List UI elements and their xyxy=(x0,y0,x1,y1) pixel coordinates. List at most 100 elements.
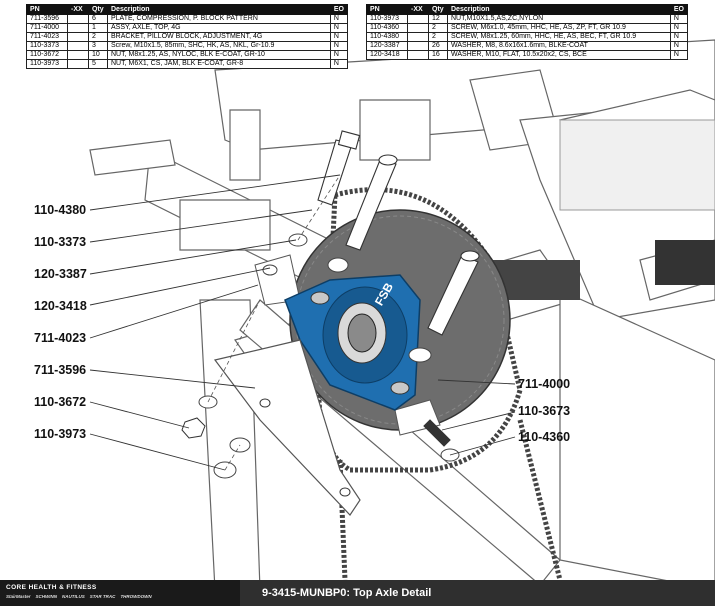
cell-eo: N xyxy=(329,59,349,69)
cell-pn: 110-3973 xyxy=(366,14,408,24)
nylon-nut xyxy=(181,417,206,439)
cell-pn: 110-3373 xyxy=(26,41,68,51)
cell-xx xyxy=(67,59,89,69)
cell-xx xyxy=(67,50,89,60)
cell-eo: N xyxy=(669,23,689,33)
cell-qty: 26 xyxy=(428,41,448,51)
brand-logo: NAUTILUS xyxy=(62,594,85,599)
callout-110-3973: 110-3973 xyxy=(34,427,87,441)
cell-qty: 16 xyxy=(428,50,448,60)
screws xyxy=(317,130,480,447)
cell-qty: 12 xyxy=(428,14,448,24)
cell-xx xyxy=(67,14,89,24)
cell-xx xyxy=(67,41,89,51)
brand-logos: StairMaster SCHWINN NAUTILUS STAR TRAC T… xyxy=(6,594,152,599)
cell-description: NUT, M8x1.25, AS, NYLOC, BLK E-COAT, GR-… xyxy=(107,50,331,60)
pillow-block-bearing: FSB xyxy=(284,274,421,411)
cell-pn: 711-3596 xyxy=(26,14,68,24)
cell-eo: N xyxy=(669,50,689,60)
brand-logo: StairMaster xyxy=(6,594,31,599)
col-description: Description xyxy=(447,4,671,15)
cell-eo: N xyxy=(669,32,689,42)
cell-qty: 2 xyxy=(428,23,448,33)
cell-description: WASHER, M8, 8.6x16x1.6mm, BLKE-COAT xyxy=(447,41,671,51)
roller-housing xyxy=(655,240,715,285)
cell-description: WASHER, M10, FLAT, 10.5x20x2, CS, BCE xyxy=(447,50,671,60)
cell-pn: 120-3387 xyxy=(366,41,408,51)
cell-xx xyxy=(407,50,429,60)
assembly-axis-lines xyxy=(207,174,341,471)
compression-plate xyxy=(213,339,361,516)
cell-xx xyxy=(407,23,429,33)
cell-qty: 2 xyxy=(428,32,448,42)
col-xx: -XX xyxy=(67,4,89,15)
cell-description: NUT,M10X1.5,AS,ZC,NYLON xyxy=(447,14,671,24)
callout-110-4380: 110-4380 xyxy=(34,203,87,217)
company-name: CORE HEALTH & FITNESS xyxy=(6,584,97,591)
cell-description: NUT, M6X1, CS, JAM, BLK E-COAT, GR-8 xyxy=(107,59,331,69)
cell-xx xyxy=(67,32,89,42)
cell-xx xyxy=(67,23,89,33)
leader-lines xyxy=(89,174,516,471)
cell-qty: 3 xyxy=(88,41,108,51)
cell-pn: 711-4000 xyxy=(26,23,68,33)
cell-qty: 6 xyxy=(88,14,108,24)
brand-logo: SCHWINN xyxy=(35,594,58,599)
cell-xx xyxy=(407,41,429,51)
cell-description: PLATE, COMPRESSION, P. BLOCK PATTERN xyxy=(107,14,331,24)
cell-qty: 2 xyxy=(88,32,108,42)
cell-description: BRACKET, PILLOW BLOCK, ADJUSTMENT, 4G xyxy=(107,32,331,42)
cell-pn: 120-3418 xyxy=(366,50,408,60)
cell-xx xyxy=(407,32,429,42)
brand-logo: STAR TRAC xyxy=(89,594,116,599)
cell-description: Screw, M10x1.5, 85mm, SHC, HK, AS, NKL, … xyxy=(107,41,331,51)
callout-711-3596: 711-3596 xyxy=(34,363,87,377)
col-description: Description xyxy=(107,4,331,15)
callout-110-4360: 110-4360 xyxy=(518,430,571,444)
cell-pn: 110-3672 xyxy=(26,50,68,60)
col-eo: EO xyxy=(329,4,349,15)
drawing-title: 9-3415-MUNBP0: Top Axle Detail xyxy=(262,587,432,599)
title-block-footer: CORE HEALTH & FITNESS StairMaster SCHWIN… xyxy=(0,580,715,606)
cell-qty: 5 xyxy=(88,59,108,69)
cell-pn: 711-4023 xyxy=(26,32,68,42)
callout-711-4000: 711-4000 xyxy=(518,377,571,391)
cell-eo: N xyxy=(329,23,349,33)
callout-120-3418: 120-3418 xyxy=(34,299,87,313)
cell-pn: 110-4360 xyxy=(366,23,408,33)
cell-eo: N xyxy=(329,14,349,24)
callout-120-3387: 120-3387 xyxy=(34,267,87,281)
cell-eo: N xyxy=(669,41,689,51)
cell-eo: N xyxy=(329,41,349,51)
cell-eo: N xyxy=(329,32,349,42)
brand-logo: THROWDOWN xyxy=(120,594,152,599)
callout-110-3672: 110-3672 xyxy=(34,395,87,409)
cell-pn: 110-3973 xyxy=(26,59,68,69)
callout-110-3373: 110-3373 xyxy=(34,235,87,249)
col-eo: EO xyxy=(669,4,689,15)
cell-description: SCREW, M6x1.0, 45mm, HHC, HE, AS, ZP, FT… xyxy=(447,23,671,33)
cell-eo: N xyxy=(329,50,349,60)
cell-description: ASSY, AXLE, TOP, 4G xyxy=(107,23,331,33)
col-xx: -XX xyxy=(407,4,429,15)
cell-qty: 10 xyxy=(88,50,108,60)
callout-110-3673: 110-3673 xyxy=(518,404,571,418)
brand-bar: CORE HEALTH & FITNESS StairMaster SCHWIN… xyxy=(0,580,240,606)
col-qty: Qty xyxy=(88,4,108,15)
callout-711-4023: 711-4023 xyxy=(34,331,87,345)
cell-eo: N xyxy=(669,14,689,24)
